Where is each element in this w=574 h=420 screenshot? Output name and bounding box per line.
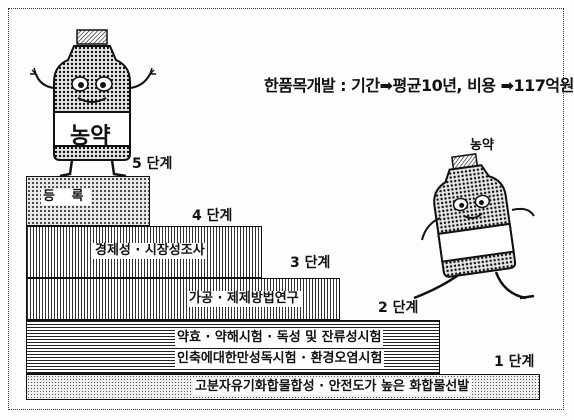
arrow-icon: ➡ bbox=[379, 76, 393, 95]
step-3-text: 가공 · 제제방법연구 bbox=[187, 291, 301, 307]
running-pesticide-bottle-character bbox=[413, 153, 535, 300]
step-4-label: 4 단계 bbox=[192, 208, 233, 224]
step-3-bar: 가공 · 제제방법연구 bbox=[26, 278, 340, 320]
step-2-label: 2 단계 bbox=[378, 300, 419, 316]
step-3-label: 3 단계 bbox=[290, 255, 331, 271]
arrow-icon: ➡ bbox=[500, 76, 514, 95]
step-5-text: 등 록 bbox=[41, 189, 92, 205]
step-1-text: 고분자유기화합물합성 · 안전도가 높은 화합물선발 bbox=[193, 379, 472, 395]
big-pesticide-bottle-character bbox=[30, 29, 156, 178]
headline-cost: 117억원 bbox=[513, 76, 574, 95]
headline: 한품목개발 : 기간➡평균10년, 비용 ➡117억원 bbox=[264, 72, 574, 96]
step-1-bar: 고분자유기화합물합성 · 안전도가 높은 화합물선발 bbox=[26, 374, 540, 400]
headline-cost-prefix: 비용 bbox=[462, 76, 501, 95]
step-2-text-line-1: 약효 · 약해시험 · 독성 및 잔류성시험 bbox=[175, 330, 384, 346]
step-2-bar: 약효 · 약해시험 · 독성 및 잔류성시험 인축에대한만성독시험 · 환경오염… bbox=[26, 320, 440, 374]
dotted-frame bbox=[8, 8, 564, 410]
step-2-text-line-2: 인축에대한만성독시험 · 환경오염시험 bbox=[175, 351, 385, 367]
step-5-bar: 등 록 bbox=[26, 176, 150, 226]
headline-prefix: 한품목개발 : 기간 bbox=[264, 76, 380, 95]
headline-period: 평균10년, bbox=[392, 76, 463, 95]
step-4-text: 경제성 · 시장성조사 bbox=[93, 243, 207, 259]
big-bottle-label: 농약 bbox=[70, 124, 111, 149]
step-5-label: 5 단계 bbox=[132, 156, 173, 172]
step-1-label: 1 단계 bbox=[494, 354, 535, 370]
small-bottle-label: 농약 bbox=[470, 138, 494, 153]
step-4-bar: 경제성 · 시장성조사 bbox=[26, 226, 262, 278]
